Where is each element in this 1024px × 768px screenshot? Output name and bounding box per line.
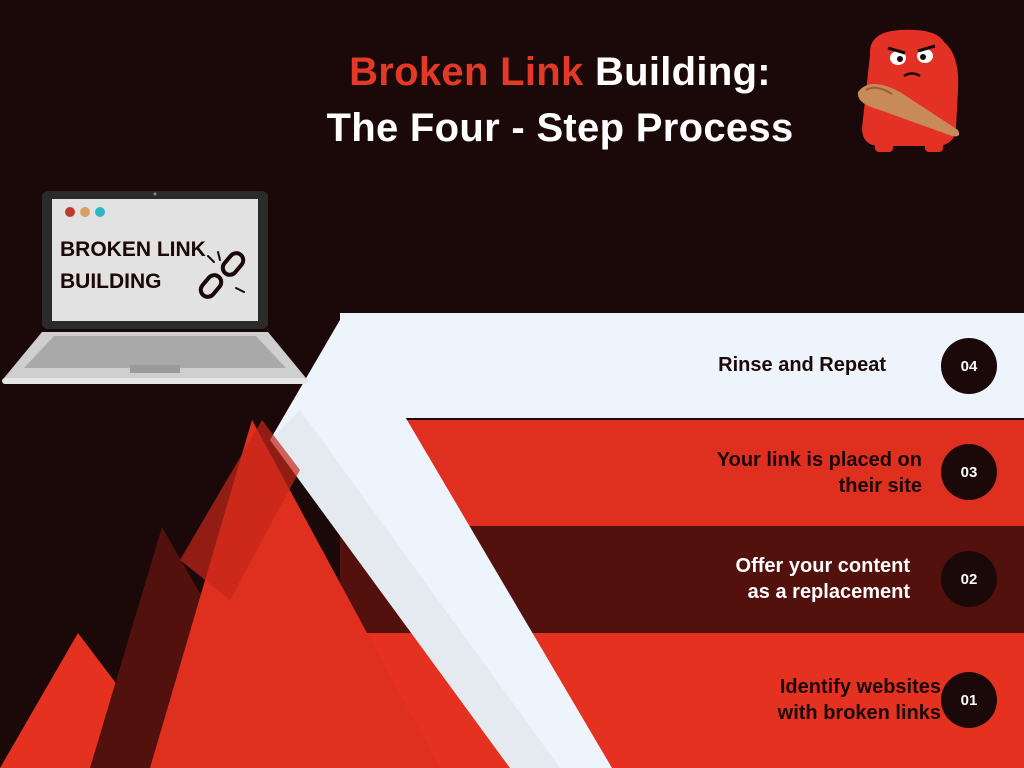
step-04-line-1: Rinse and Repeat — [718, 354, 886, 376]
title-line1-rest: Building: — [594, 50, 771, 94]
step-03-text: Your link is placed on their site — [717, 447, 922, 499]
step-01-line-1: Identify websites — [779, 676, 941, 698]
laptop-text-line-2: BUILDING — [60, 270, 162, 293]
step-02-badge: 02 — [941, 551, 997, 607]
window-dot-red — [65, 207, 75, 217]
title-line-1: Broken Link Building: — [240, 44, 880, 100]
step-02-line-1: Offer your content — [735, 555, 910, 577]
mascot-monster-icon — [857, 29, 960, 152]
broken-chain-icon — [198, 251, 246, 299]
laptop-text-line-1: BROKEN LINK — [60, 238, 206, 261]
step-03-line-1: Your link is placed on — [716, 449, 922, 471]
window-dot-teal — [95, 207, 105, 217]
title-accent: Broken Link — [349, 50, 584, 94]
step-02-line-2: as a replacement — [747, 581, 910, 603]
step-01-badge: 01 — [941, 672, 997, 728]
white-band-shadow — [270, 410, 560, 768]
window-dot-tan — [80, 207, 90, 217]
step-03-line-2: their site — [838, 475, 922, 497]
step-04-text: Rinse and Repeat — [718, 352, 886, 378]
step-02-text: Offer your content as a replacement — [736, 553, 910, 605]
page-title: Broken Link Building: The Four - Step Pr… — [240, 44, 880, 156]
laptop-illustration — [2, 191, 308, 384]
title-line-2: The Four - Step Process — [326, 106, 794, 150]
step-01-line-2: with broken links — [777, 702, 941, 724]
step-04-badge: 04 — [941, 338, 997, 394]
white-diagonal-band — [270, 313, 612, 768]
mountain-red — [150, 420, 440, 768]
step-01-text: Identify websites with broken links — [778, 674, 941, 726]
mountain-shadow — [180, 420, 300, 600]
step-03-badge: 03 — [941, 444, 997, 500]
laptop-screen-text: BROKEN LINK BUILDING — [60, 234, 206, 298]
band-step-04 — [340, 313, 1024, 418]
